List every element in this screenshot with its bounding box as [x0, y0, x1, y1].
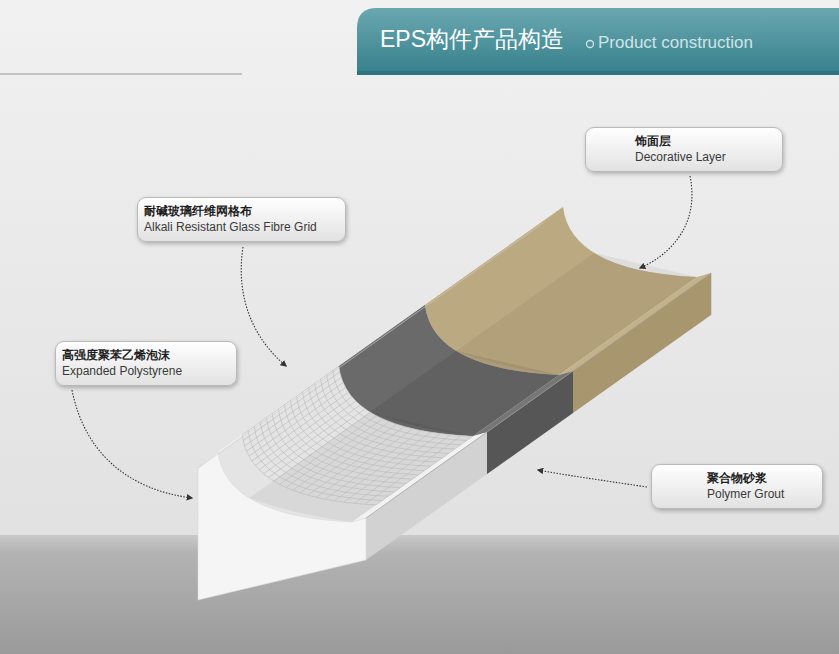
callout-label-en: Alkali Resistant Glass Fibre Grid	[144, 219, 335, 235]
callout-box: 饰面层Decorative Layer	[585, 127, 783, 172]
callout-label-en: Polymer Grout	[707, 486, 812, 502]
callout-label: 饰面层	[635, 133, 772, 149]
callout-box: 聚合物砂浆Polymer Grout	[651, 464, 823, 509]
callout-label-en: Expanded Polystyrene	[62, 363, 226, 379]
header-title: EPS构件产品构造	[380, 24, 564, 54]
callout-label: 聚合物砂浆	[707, 470, 812, 486]
header-subtitle: Product construction	[598, 32, 753, 54]
callout-label: 高强度聚苯乙烯泡沫	[62, 347, 226, 363]
callout-label: 耐碱玻璃纤维网格布	[144, 203, 335, 219]
callout-label-en: Decorative Layer	[635, 149, 772, 165]
callout-box: 高强度聚苯乙烯泡沫Expanded Polystyrene	[55, 341, 237, 386]
callout-box: 耐碱玻璃纤维网格布Alkali Resistant Glass Fibre Gr…	[137, 197, 346, 242]
